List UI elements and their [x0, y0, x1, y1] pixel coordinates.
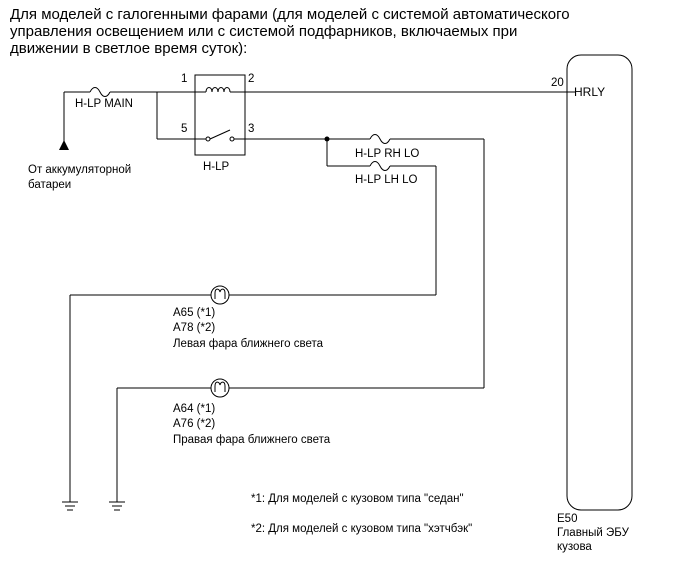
title-line-1: Для моделей с галогенными фарами (для мо…: [10, 6, 570, 23]
right-lamp-name: Правая фара ближнего света: [173, 434, 331, 446]
relay-label: H-LP: [203, 161, 230, 173]
relay-coil: [205, 87, 231, 93]
ecu-body-block: [566, 54, 633, 511]
ecu-name-1: Главный ЭБУ: [557, 527, 630, 539]
battery-feed: [59, 87, 200, 150]
right-lamp-code-1: A64 (*1): [173, 403, 215, 415]
relay-pin-1: 1: [181, 73, 187, 85]
right-lamp-code-2: A76 (*2): [173, 418, 215, 430]
relay-pin-3: 3: [248, 123, 254, 135]
right-lamp-symbol: [210, 378, 230, 398]
h-lp-relay: [194, 74, 246, 156]
battery-label-1: От аккумуляторной: [28, 164, 131, 176]
ground-symbol-right: [109, 501, 125, 511]
battery-label-2: батареи: [28, 179, 71, 191]
footnote-2: *2: Для моделей с кузовом типа "хэтчбэк": [251, 523, 472, 535]
h-lp-rh-lo-label: H-LP RH LO: [355, 148, 419, 160]
relay-pin-5: 5: [181, 123, 187, 135]
left-lamp-code-1: A65 (*1): [173, 307, 215, 319]
ecu-code: E50: [557, 513, 577, 525]
relay-pin-2: 2: [248, 73, 254, 85]
diagram-title: Для моделей с галогенными фарами (для мо…: [10, 6, 610, 57]
left-lamp-symbol: [210, 285, 230, 305]
ecu-pin-20: 20: [551, 77, 564, 89]
left-lamp-name: Левая фара ближнего света: [173, 338, 324, 350]
h-lp-rh-lo-fuse: [369, 134, 391, 144]
left-lamp-code-2: A78 (*2): [173, 322, 215, 334]
footnote-1: *1: Для моделей с кузовом типа "седан": [251, 493, 464, 505]
relay-switch: [209, 129, 231, 140]
ecu-name-2: кузова: [557, 541, 592, 553]
wires: [69, 91, 575, 502]
h-lp-main-label: H-LP MAIN: [75, 98, 133, 110]
title-line-2: управления освещением или с системой под…: [10, 23, 518, 40]
h-lp-main-fuse: [89, 87, 111, 97]
ecu-terminal-hrly: HRLY: [574, 85, 605, 99]
ground-symbol-left: [62, 501, 78, 511]
h-lp-lh-lo-label: H-LP LH LO: [355, 174, 417, 186]
title-line-3: движении в светлое время суток):: [10, 40, 248, 57]
h-lp-lh-lo-fuse: [369, 161, 391, 171]
